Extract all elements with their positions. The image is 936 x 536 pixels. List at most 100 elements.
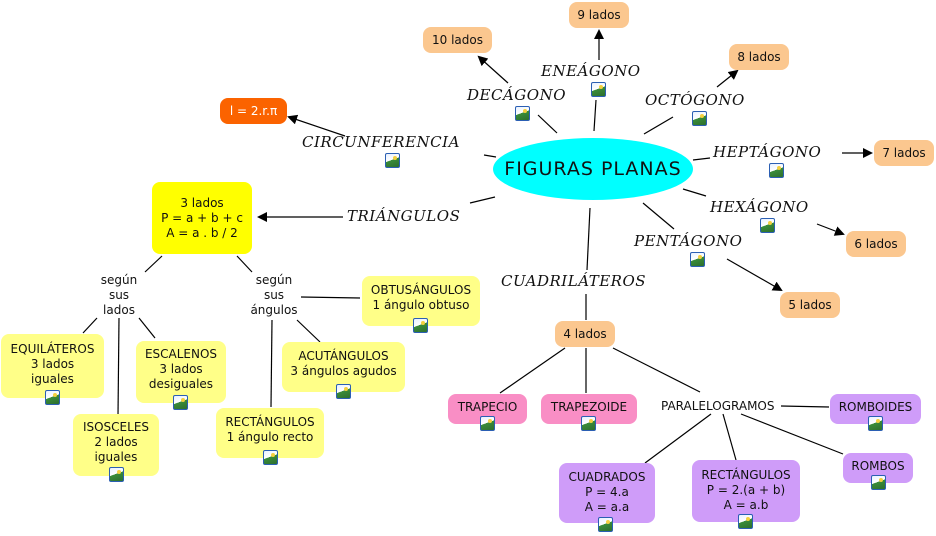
box-rombos[interactable]: ROMBOS	[843, 453, 913, 483]
concept-eneagono[interactable]: ENEÁGONO	[541, 62, 641, 80]
box-10-lados[interactable]: 10 lados	[423, 27, 492, 53]
box-line: OBTUSÁNGULOS	[370, 283, 472, 297]
arrow-pen	[726, 258, 783, 291]
box-cuadrados[interactable]: CUADRADOS P = 4.a A = a.a	[559, 463, 655, 523]
box-5-lados[interactable]: 5 lados	[780, 292, 840, 318]
concept-label: DECÁGONO	[467, 86, 566, 104]
concept-hexagono[interactable]: HEXÁGONO	[710, 198, 809, 216]
line-paralelo-romboides	[780, 405, 830, 408]
image-icon[interactable]	[480, 416, 495, 435]
box-label: TRAPEZOIDE	[550, 400, 628, 414]
image-icon[interactable]	[336, 384, 351, 403]
concept-circunferencia[interactable]: CIRCUNFERENCIA	[302, 133, 460, 151]
box-escalenos[interactable]: ESCALENOS 3 lados desiguales	[136, 341, 226, 403]
box-equilateros[interactable]: EQUILÁTEROS 3 lados iguales	[1, 334, 104, 398]
text-line: sus	[108, 288, 130, 302]
box-line: 3 lados	[159, 362, 203, 376]
box-line: P = 2.(a + b)	[706, 483, 786, 497]
box-line: 3 ángulos agudos	[290, 364, 397, 378]
concept-pentagono[interactable]: PENTÁGONO	[634, 232, 742, 250]
central-topic-label: FIGURAS PLANAS	[504, 158, 682, 180]
box-line: A = a.b	[723, 498, 769, 512]
concept-triangulos[interactable]: TRIÁNGULOS	[347, 207, 460, 225]
text-line: lados	[103, 303, 135, 317]
concept-label: PENTÁGONO	[634, 232, 743, 250]
line-center-circ	[483, 154, 497, 158]
concept-cuadrilateros[interactable]: CUADRILÁTEROS	[501, 272, 646, 290]
box-line: RECTÁNGULOS	[225, 415, 315, 429]
image-icon[interactable]	[690, 252, 705, 271]
line-4lados-paralelo	[612, 347, 701, 393]
image-icon[interactable]	[263, 450, 278, 469]
concept-label: CIRCUNFERENCIA	[302, 133, 460, 151]
line-center-dec	[537, 114, 558, 134]
box-line: CUADRADOS	[568, 470, 646, 484]
box-circunferencia-formula[interactable]: l = 2.r.π	[220, 98, 287, 124]
box-obtusangulos[interactable]: OBTUSÁNGULOS 1 ángulo obtuso	[362, 276, 480, 326]
image-icon[interactable]	[413, 318, 428, 337]
concept-label: OCTÓGONO	[645, 91, 745, 109]
box-line: A = a.a	[584, 500, 630, 514]
image-icon[interactable]	[769, 163, 784, 182]
label-segun-sus-lados: según sus lados	[94, 273, 144, 318]
box-4-lados[interactable]: 4 lados	[555, 321, 615, 347]
image-icon[interactable]	[581, 416, 596, 435]
arrow-circ	[287, 114, 346, 137]
line-center-tri	[469, 196, 496, 204]
image-icon[interactable]	[591, 82, 606, 101]
image-icon[interactable]	[173, 395, 188, 414]
line-center-pen	[642, 202, 675, 230]
box-line: 3 lados	[30, 357, 75, 371]
box-line: 2 lados	[94, 435, 138, 449]
image-icon[interactable]	[515, 106, 530, 125]
box-9-lados[interactable]: 9 lados	[569, 2, 629, 28]
box-line: ESCALENOS	[144, 347, 218, 361]
box-line: iguales	[31, 372, 74, 386]
box-triangulos-formulas[interactable]: 3 lados P = a + b + c A = a . b / 2	[152, 182, 252, 254]
box-label: 8 lados	[737, 49, 781, 64]
image-icon[interactable]	[868, 416, 883, 435]
image-icon[interactable]	[692, 111, 707, 130]
image-icon[interactable]	[738, 514, 753, 533]
text-line: sus	[263, 288, 285, 302]
central-topic-figuras-planas[interactable]: FIGURAS PLANAS	[493, 138, 693, 200]
box-rectangulos-triangulo[interactable]: RECTÁNGULOS 1 ángulo recto	[216, 408, 324, 458]
line-tri-bysides	[144, 255, 163, 273]
line-center-cua	[586, 207, 591, 271]
line-paralelo-cuadrados	[644, 413, 712, 464]
concept-label: CUADRILÁTEROS	[501, 272, 647, 290]
box-label: 4 lados	[563, 326, 607, 341]
box-7-lados[interactable]: 7 lados	[874, 140, 934, 166]
concept-heptagono[interactable]: HEPTÁGONO	[713, 143, 821, 161]
box-label: 5 lados	[788, 297, 832, 312]
concept-label: HEPTÁGONO	[713, 143, 822, 161]
line-paralelo-rectangulos	[722, 413, 737, 461]
image-icon[interactable]	[598, 517, 613, 536]
box-label: TRAPECIO	[457, 400, 518, 414]
concept-octogono[interactable]: OCTÓGONO	[645, 91, 745, 109]
image-icon[interactable]	[109, 467, 124, 486]
label-paralelogramos[interactable]: PARALELOGRAMOS	[661, 399, 774, 414]
box-isosceles[interactable]: ISOSCELES 2 lados iguales	[73, 414, 159, 476]
box-acutangulos[interactable]: ACUTÁNGULOS 3 ángulos agudos	[282, 342, 405, 392]
box-8-lados[interactable]: 8 lados	[729, 44, 789, 70]
line-center-oct	[643, 116, 674, 135]
arrow-dec	[477, 55, 509, 84]
image-icon[interactable]	[760, 218, 775, 237]
image-icon[interactable]	[871, 475, 886, 494]
text-line: según	[255, 273, 293, 287]
box-line: ACUTÁNGULOS	[298, 349, 389, 363]
image-icon[interactable]	[45, 390, 60, 409]
box-6-lados[interactable]: 6 lados	[846, 231, 906, 257]
line-tri-byangles	[236, 255, 253, 273]
box-line: EQUILÁTEROS	[10, 342, 95, 356]
box-line: 1 ángulo obtuso	[372, 298, 470, 312]
box-rectangulos-cuadrilatero[interactable]: RECTÁNGULOS P = 2.(a + b) A = a.b	[692, 460, 800, 522]
concept-label: HEXÁGONO	[710, 198, 809, 216]
image-icon[interactable]	[385, 153, 400, 172]
line-center-hex	[682, 188, 707, 197]
box-label: 9 lados	[577, 7, 621, 22]
concept-decagono[interactable]: DECÁGONO	[467, 86, 566, 104]
line-bysides-iso	[117, 317, 120, 417]
